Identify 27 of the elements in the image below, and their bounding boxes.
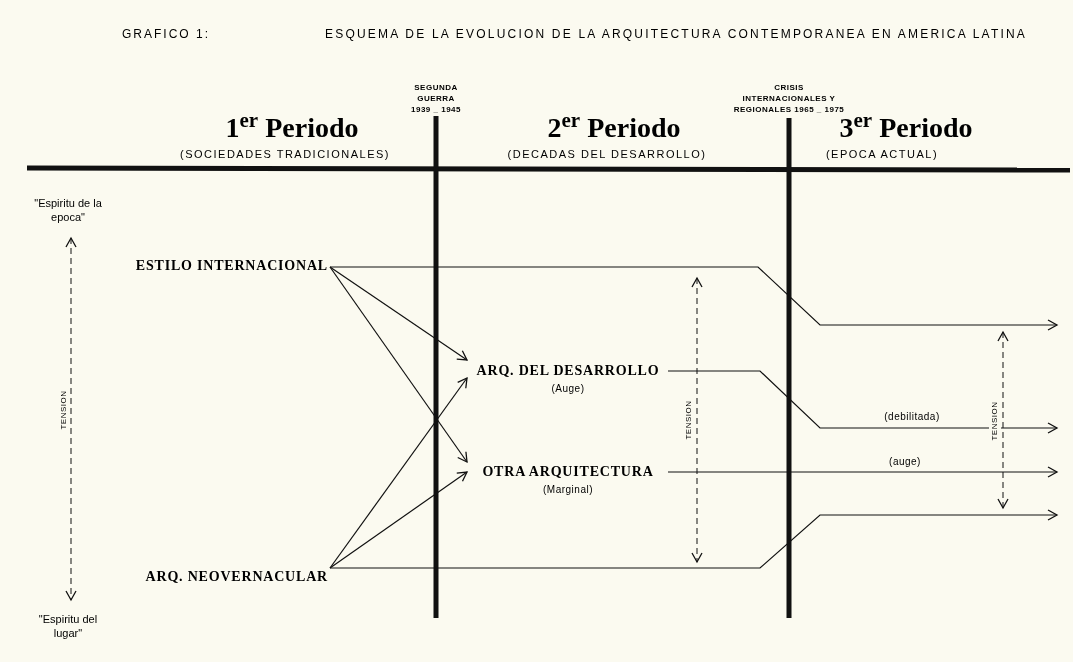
node-note: (Auge) xyxy=(551,382,585,396)
pole-label: "Espiritu del lugar" xyxy=(37,612,99,640)
event-label: SEGUNDA GUERRA 1939 _ 1945 xyxy=(410,82,462,115)
arrow xyxy=(667,466,1058,478)
node-title: ARQ. DEL DESARROLLO xyxy=(476,362,660,380)
period-subtitle: (EPOCA ACTUAL) xyxy=(825,147,939,162)
arrow xyxy=(329,266,468,463)
diagram-title: ESQUEMA DE LA EVOLUCION DE LA ARQUITECTURA CONTEMPORANEA EN AMERICA LATINA xyxy=(325,26,1028,43)
period-heading: 3$^{er}$ Periodo xyxy=(839,112,973,144)
tension-label: TENSION xyxy=(989,401,1001,441)
arrow xyxy=(667,370,1058,434)
period-heading: 2$^{er}$ Periodo xyxy=(547,112,681,144)
arrow xyxy=(329,509,1058,569)
pole-label: "Espiritu de la epoca" xyxy=(33,196,103,224)
arrow xyxy=(329,266,1058,331)
arrow xyxy=(329,266,468,361)
arrow xyxy=(329,471,468,569)
event-label: CRISIS INTERNACIONALES Y REGIONALES 1965 _ 1975 xyxy=(733,82,845,115)
node-title: ARQ. NEOVERNACULAR xyxy=(145,568,328,586)
period-subtitle: (DECADAS DEL DESARROLLO) xyxy=(507,147,707,162)
arrow xyxy=(329,377,468,569)
period-heading: 1$^{er}$ Periodo xyxy=(225,112,359,144)
figure-number: GRAFICO 1: xyxy=(122,26,210,43)
node-title: ESTILO INTERNACIONAL xyxy=(135,257,328,275)
period-subtitle: (SOCIEDADES TRADICIONALES) xyxy=(180,147,390,162)
node-note: (Marginal) xyxy=(543,483,593,497)
node-title: OTRA ARQUITECTURA xyxy=(482,463,654,481)
